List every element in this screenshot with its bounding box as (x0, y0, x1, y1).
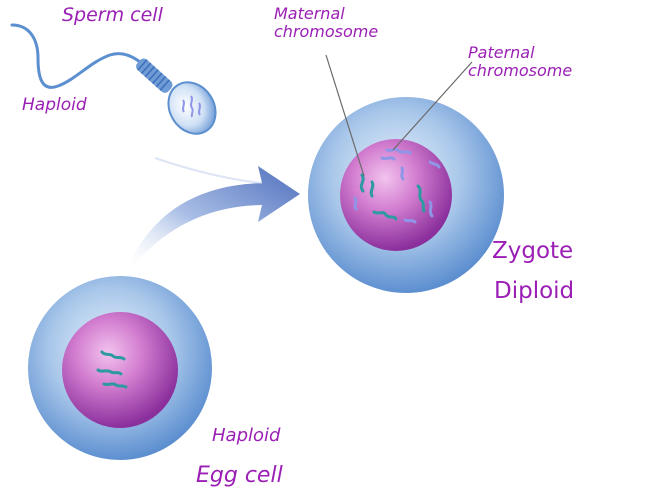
maternal-label-line2: chromosome (274, 23, 378, 41)
diploid-label: Diploid (494, 280, 574, 303)
sperm-haploid-label: Haploid (22, 97, 87, 114)
egg-cell-label: Egg cell (196, 465, 283, 487)
zygote-cell-icon (308, 97, 504, 293)
fertilization-arrow-icon (125, 158, 300, 275)
egg-cell-icon (28, 276, 212, 460)
maternal-label-line1: Maternal (274, 5, 378, 23)
sperm-cell-icon (12, 25, 225, 143)
paternal-label-line1: Paternal (468, 44, 572, 62)
paternal-chromosome-label: Paternal chromosome (468, 44, 572, 81)
paternal-label-line2: chromosome (468, 62, 572, 80)
maternal-chromosome-label: Maternal chromosome (274, 5, 378, 42)
egg-haploid-label: Haploid (212, 427, 280, 445)
sperm-cell-label: Sperm cell (62, 6, 163, 25)
zygote-label: Zygote (492, 240, 573, 263)
